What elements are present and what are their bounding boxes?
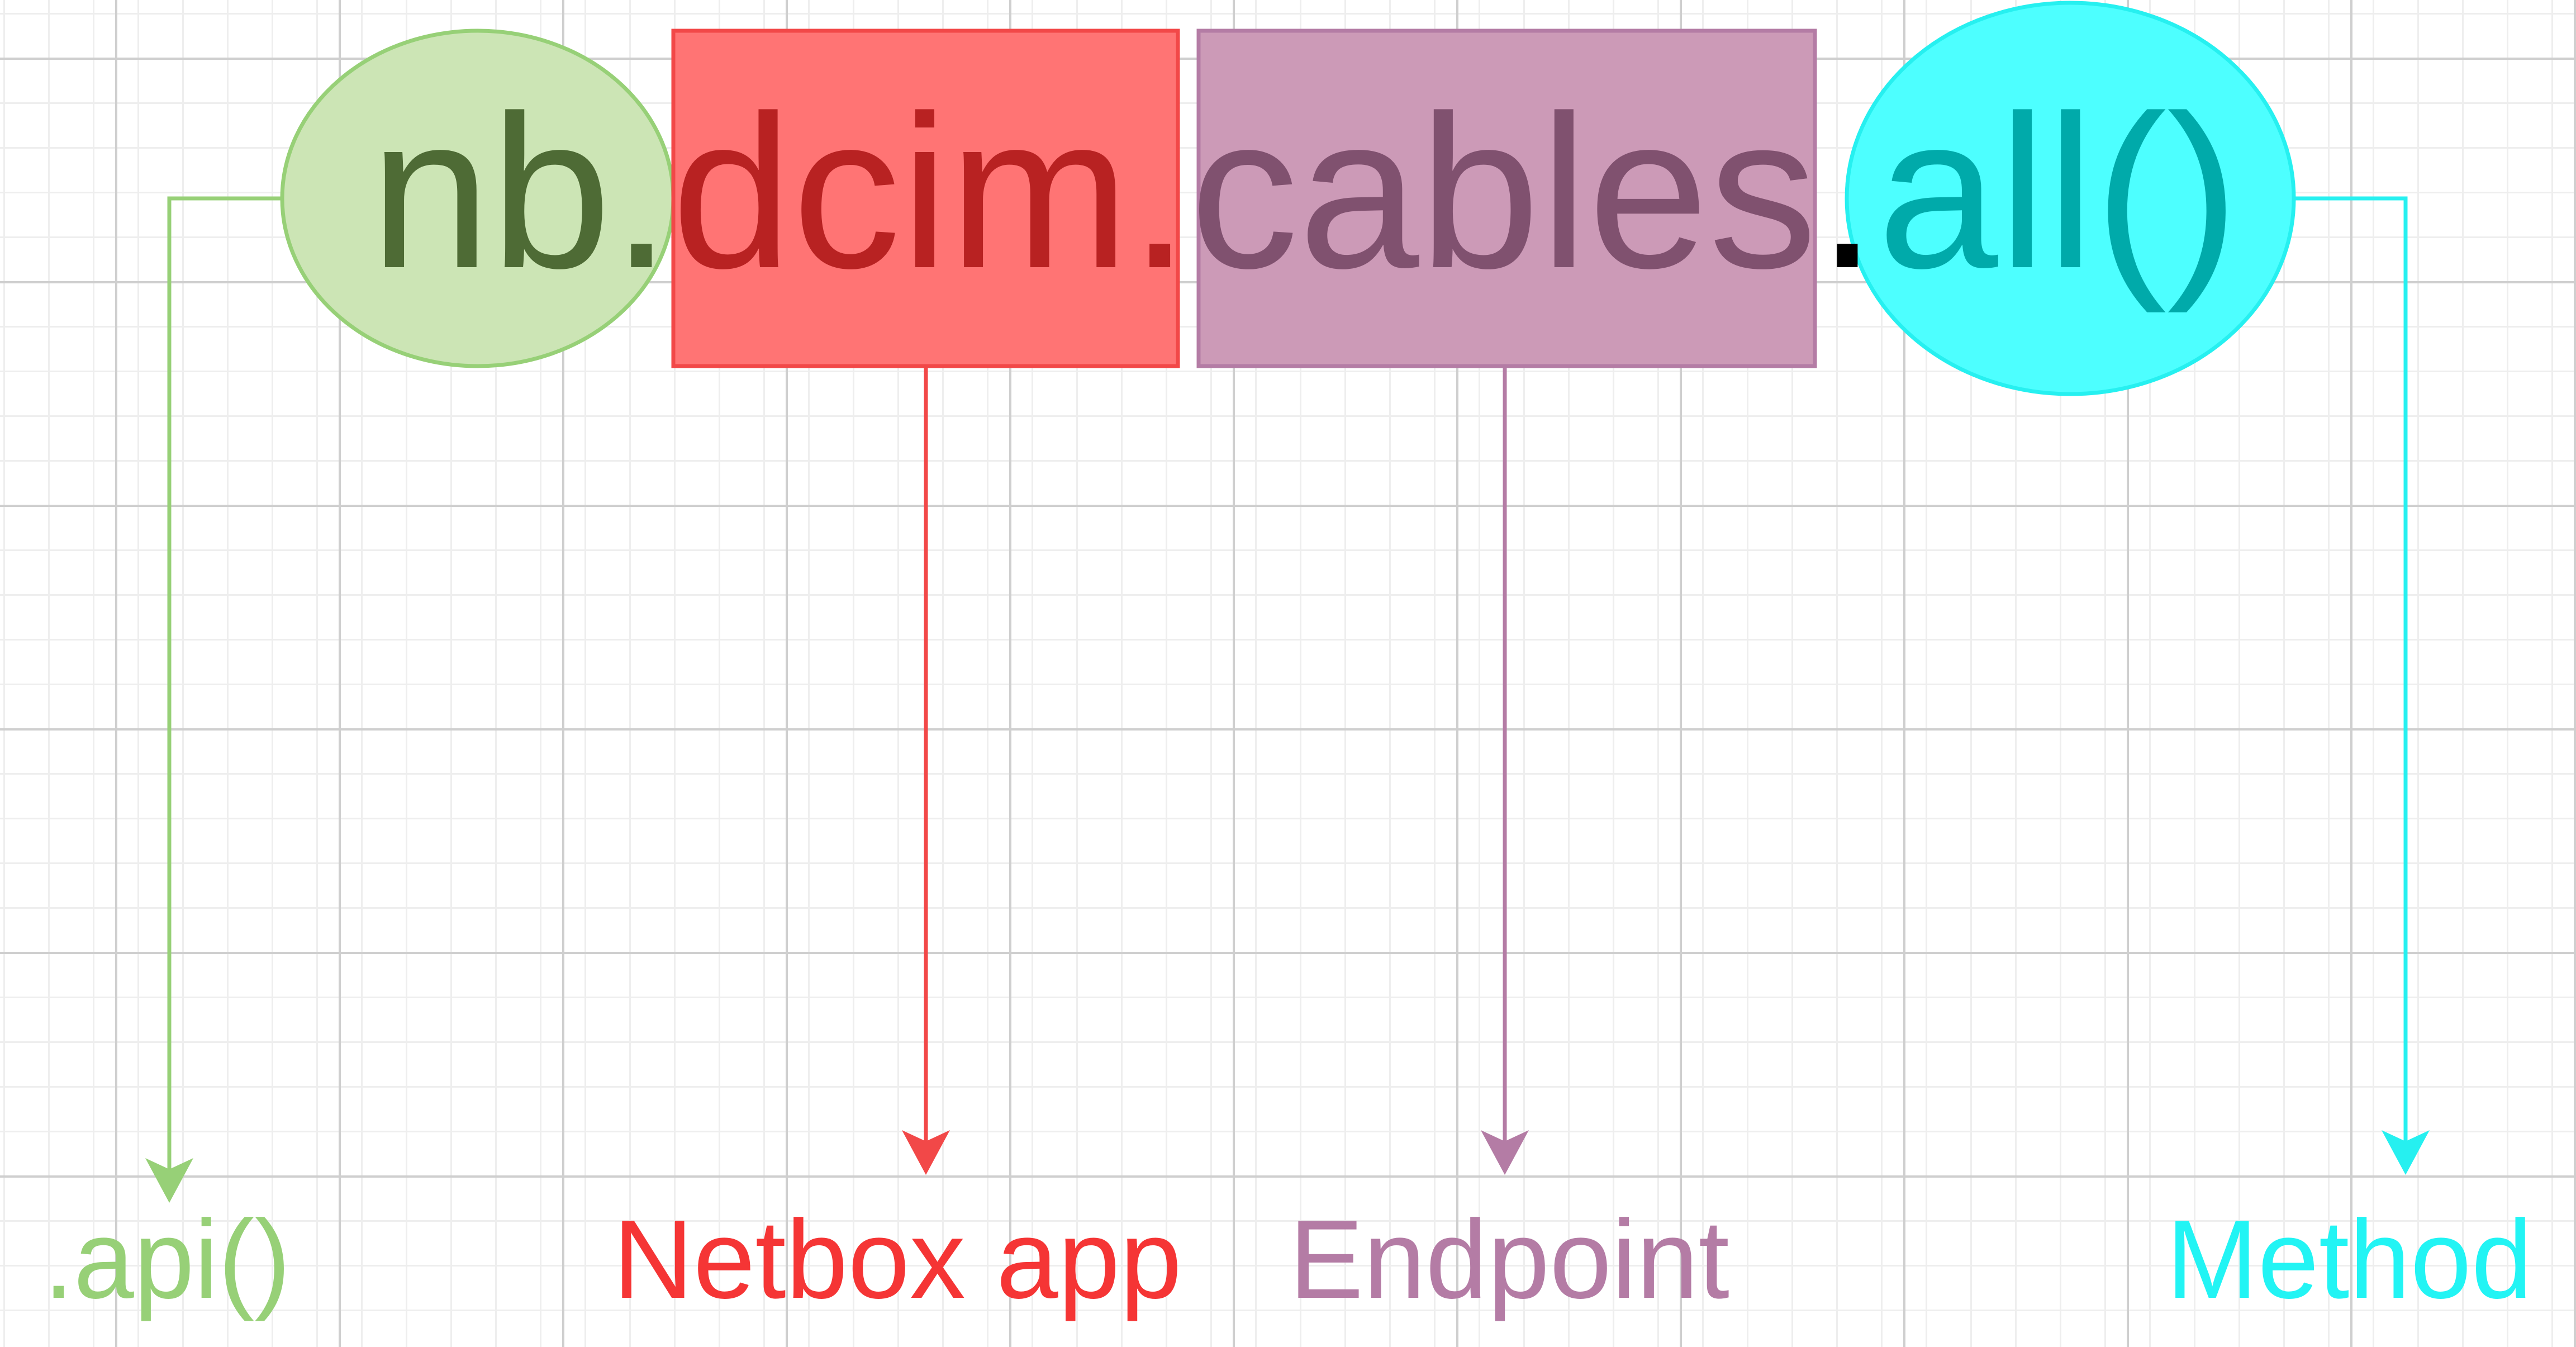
all-ellipse bbox=[1845, 1, 2296, 396]
cables-box bbox=[1196, 29, 1817, 368]
label-method: Method bbox=[2166, 1197, 2532, 1322]
segment-dot: . bbox=[1817, 70, 1878, 314]
label-endpoint: Endpoint bbox=[1289, 1197, 1729, 1322]
label-api: .api() bbox=[44, 1197, 291, 1322]
segment-nb: nb. bbox=[370, 70, 672, 314]
arrowhead-endpoint bbox=[1481, 1130, 1529, 1175]
segment-all: all() bbox=[1878, 70, 2239, 315]
code-expression: nb.dcim.cables.all() bbox=[370, 70, 2239, 315]
arrowhead-api bbox=[145, 1158, 193, 1203]
connector-method bbox=[2294, 196, 2408, 1146]
segment-cables: cables bbox=[1190, 70, 1817, 314]
arrowhead-netbox-app bbox=[902, 1130, 950, 1175]
dcim-box bbox=[671, 29, 1180, 368]
label-netbox-app: Netbox app bbox=[613, 1197, 1182, 1322]
connector-api bbox=[167, 196, 282, 1174]
arrowhead-method bbox=[2382, 1130, 2430, 1175]
segment-dcim: dcim. bbox=[672, 70, 1190, 314]
